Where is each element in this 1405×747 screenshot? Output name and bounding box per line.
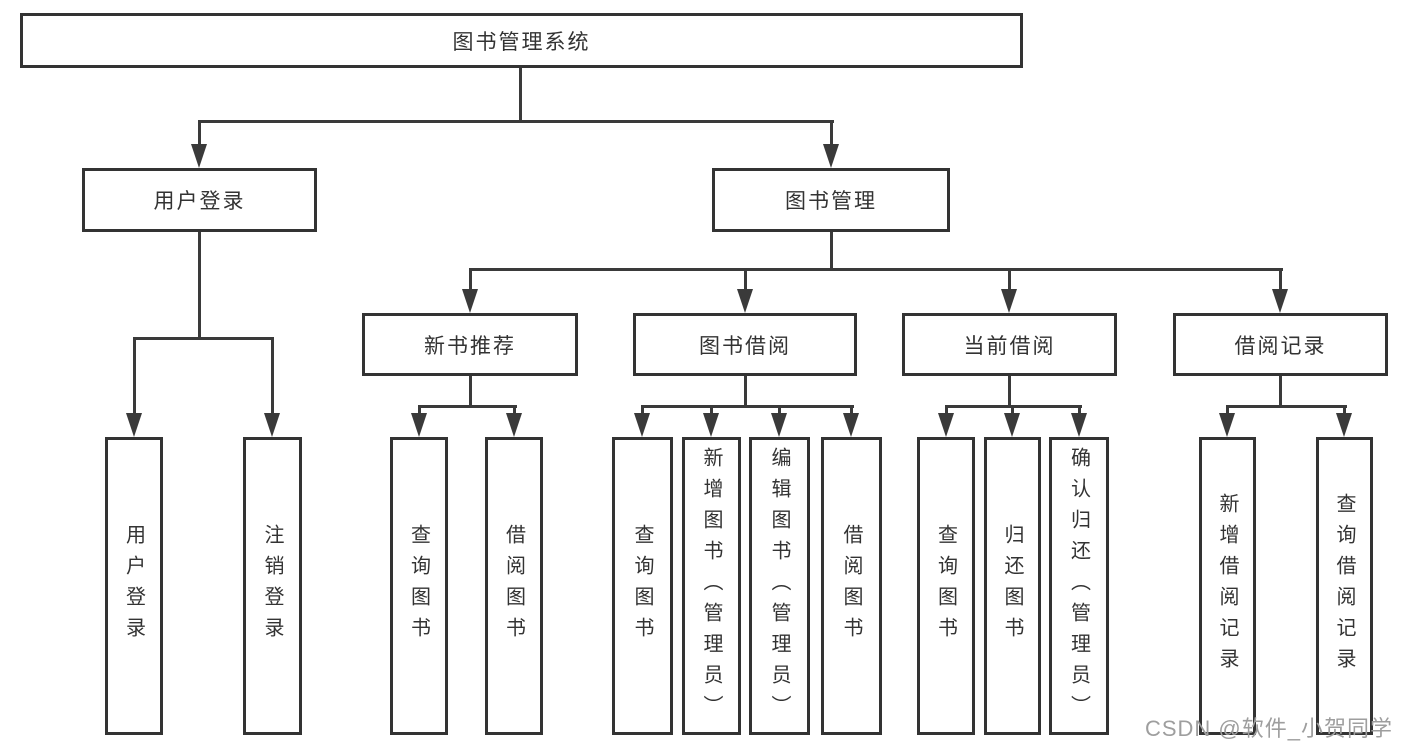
connector-stub-br-add — [1226, 405, 1229, 417]
node-book-borrow: 图书借阅 — [633, 313, 857, 376]
arrowhead-br-add — [1219, 413, 1235, 437]
node-current-borrow: 当前借阅 — [902, 313, 1117, 376]
connector-stub-br-query — [1343, 405, 1346, 417]
leaf-current-confirm-return-admin: 确认归还（管理员） — [1049, 437, 1109, 735]
connector-book-borrow-stem — [744, 376, 747, 405]
connector-stub-cb-confirm — [1078, 405, 1081, 417]
connector-stub-newbook-query — [418, 405, 421, 417]
node-book-management: 图书管理 — [712, 168, 950, 232]
leaf-borrow-add-book-admin: 新增图书（管理员） — [682, 437, 741, 735]
connector-stub-bb-edit — [778, 405, 781, 417]
connector-current-borrow-stem — [1008, 376, 1011, 405]
arrowhead-newbook-borrow — [506, 413, 522, 437]
leaf-newbook-borrow-book: 借阅图书 — [485, 437, 543, 735]
connector-book-borrow-crossbar — [642, 405, 854, 408]
arrowhead-user-login — [191, 144, 207, 168]
root-node-library-management-system: 图书管理系统 — [20, 13, 1023, 68]
arrowhead-cb-query — [938, 413, 954, 437]
connector-stub-book-management — [830, 120, 833, 148]
arrowhead-bb-add — [703, 413, 719, 437]
connector-stub-leaf-user-login — [133, 337, 136, 417]
connector-stub-current-borrow — [1008, 268, 1011, 292]
arrowhead-current-borrow — [1001, 289, 1017, 313]
connector-new-book-crossbar — [419, 405, 517, 408]
connector-stub-bb-query — [641, 405, 644, 417]
arrowhead-cb-confirm — [1071, 413, 1087, 437]
node-new-book-recommend: 新书推荐 — [362, 313, 578, 376]
leaf-borrow-query-book: 查询图书 — [612, 437, 673, 735]
connector-stub-bb-borrow — [850, 405, 853, 417]
connector-stub-cb-return — [1011, 405, 1014, 417]
leaf-borrow-borrow-book: 借阅图书 — [821, 437, 882, 735]
arrowhead-bb-query — [634, 413, 650, 437]
connector-borrow-record-crossbar — [1227, 405, 1347, 408]
arrowhead-book-borrow — [737, 289, 753, 313]
leaf-newbook-query-book: 查询图书 — [390, 437, 448, 735]
arrowhead-leaf-user-login — [126, 413, 142, 437]
connector-stub-newbook-borrow — [513, 405, 516, 417]
connector-root-crossbar — [199, 120, 834, 123]
connector-current-borrow-crossbar — [946, 405, 1082, 408]
connector-borrow-record-stem — [1279, 376, 1282, 405]
leaf-user-login: 用户登录 — [105, 437, 163, 735]
connector-stub-bb-add — [710, 405, 713, 417]
arrowhead-bb-borrow — [843, 413, 859, 437]
node-borrow-record: 借阅记录 — [1173, 313, 1388, 376]
arrowhead-cb-return — [1004, 413, 1020, 437]
arrowhead-new-book — [462, 289, 478, 313]
connector-stub-leaf-logout — [271, 337, 274, 417]
leaf-record-add-borrow-record: 新增借阅记录 — [1199, 437, 1256, 735]
connector-stub-borrow-record — [1279, 268, 1282, 292]
arrowhead-borrow-record — [1272, 289, 1288, 313]
csdn-watermark: CSDN @软件_小贺同学 — [1144, 716, 1393, 741]
connector-stub-cb-query — [945, 405, 948, 417]
connector-level3-crossbar — [470, 268, 1283, 271]
connector-user-login-stem — [198, 232, 201, 337]
connector-new-book-stem — [469, 376, 472, 405]
arrowhead-br-query — [1336, 413, 1352, 437]
leaf-borrow-edit-book-admin: 编辑图书（管理员） — [749, 437, 810, 735]
connector-user-login-crossbar — [133, 337, 274, 340]
connector-book-management-stem — [830, 232, 833, 268]
node-user-login: 用户登录 — [82, 168, 317, 232]
connector-stub-new-book — [469, 268, 472, 292]
leaf-logout: 注销登录 — [243, 437, 302, 735]
arrowhead-leaf-logout — [264, 413, 280, 437]
leaf-current-query-book: 查询图书 — [917, 437, 975, 735]
arrowhead-bb-edit — [771, 413, 787, 437]
arrowhead-book-management — [823, 144, 839, 168]
leaf-record-query-borrow-record: 查询借阅记录 — [1316, 437, 1373, 735]
arrowhead-newbook-query — [411, 413, 427, 437]
connector-stub-book-borrow — [744, 268, 747, 292]
leaf-current-return-book: 归还图书 — [984, 437, 1041, 735]
connector-root-stem — [519, 68, 522, 120]
connector-stub-user-login — [198, 120, 201, 148]
